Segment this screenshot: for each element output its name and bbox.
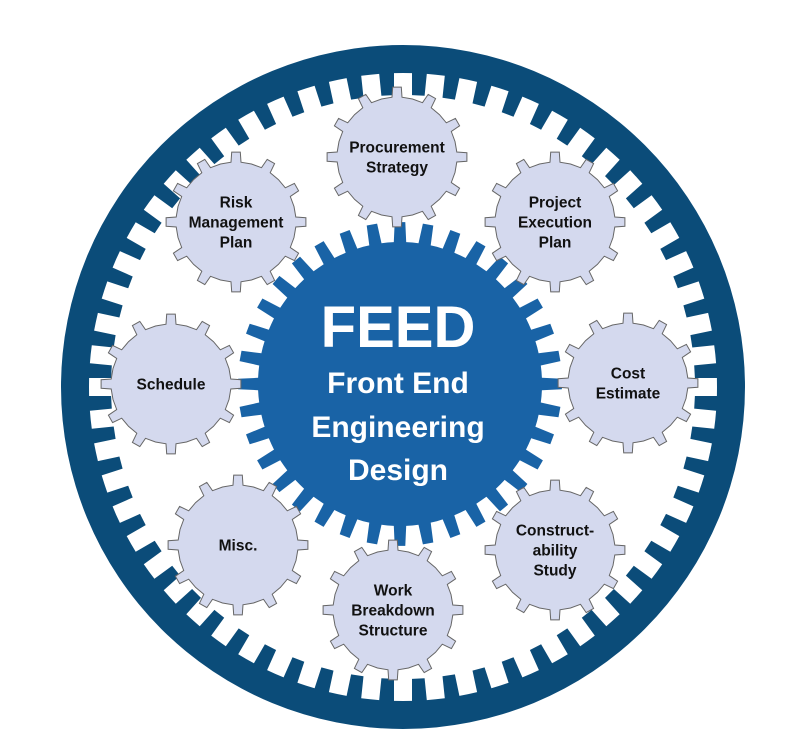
center-line-1: Front End <box>327 367 469 400</box>
gear-label-line: Construct- <box>516 523 594 540</box>
gear-label-line: Plan <box>539 235 572 252</box>
gear-label-line: Procurement <box>349 140 445 157</box>
gear-label-line: Misc. <box>219 538 258 555</box>
center-gear <box>238 222 562 546</box>
gear-shape <box>326 86 468 228</box>
gear-shape <box>484 151 626 293</box>
gear-shape <box>100 313 242 455</box>
gear-label-line: Study <box>533 563 576 580</box>
gear-label-line: Estimate <box>596 386 661 403</box>
center-line-3: Design <box>348 454 448 487</box>
center-line-2: Engineering <box>311 411 484 444</box>
small-gears-group: ProcurementStrategyProjectExecutionPlanC… <box>100 86 699 681</box>
gear-shape <box>484 479 626 621</box>
gear-label-line: Schedule <box>137 377 206 394</box>
gear-label-line: Breakdown <box>351 603 435 620</box>
gear-label-line: Plan <box>220 235 253 252</box>
gear-shape <box>557 312 699 454</box>
gear-misc: Misc. <box>167 474 309 616</box>
gear-schedule: Schedule <box>100 313 242 455</box>
gear-label-line: ability <box>533 543 578 560</box>
center-label: FEED Front End Engineering Design <box>311 295 484 487</box>
gear-label-line: Strategy <box>366 160 428 177</box>
gear-label-line: Work <box>374 583 413 600</box>
gear-label-line: Risk <box>220 195 253 212</box>
gear-shape <box>167 474 309 616</box>
gear-shape <box>322 539 464 681</box>
gear-label-line: Project <box>529 195 582 212</box>
center-title: FEED <box>321 295 476 360</box>
gear-label-line: Cost <box>611 366 645 383</box>
gear-label-line: Structure <box>359 623 428 640</box>
gear-shape <box>165 151 307 293</box>
gear-label-line: Management <box>189 215 284 232</box>
gear-label-line: Execution <box>518 215 592 232</box>
